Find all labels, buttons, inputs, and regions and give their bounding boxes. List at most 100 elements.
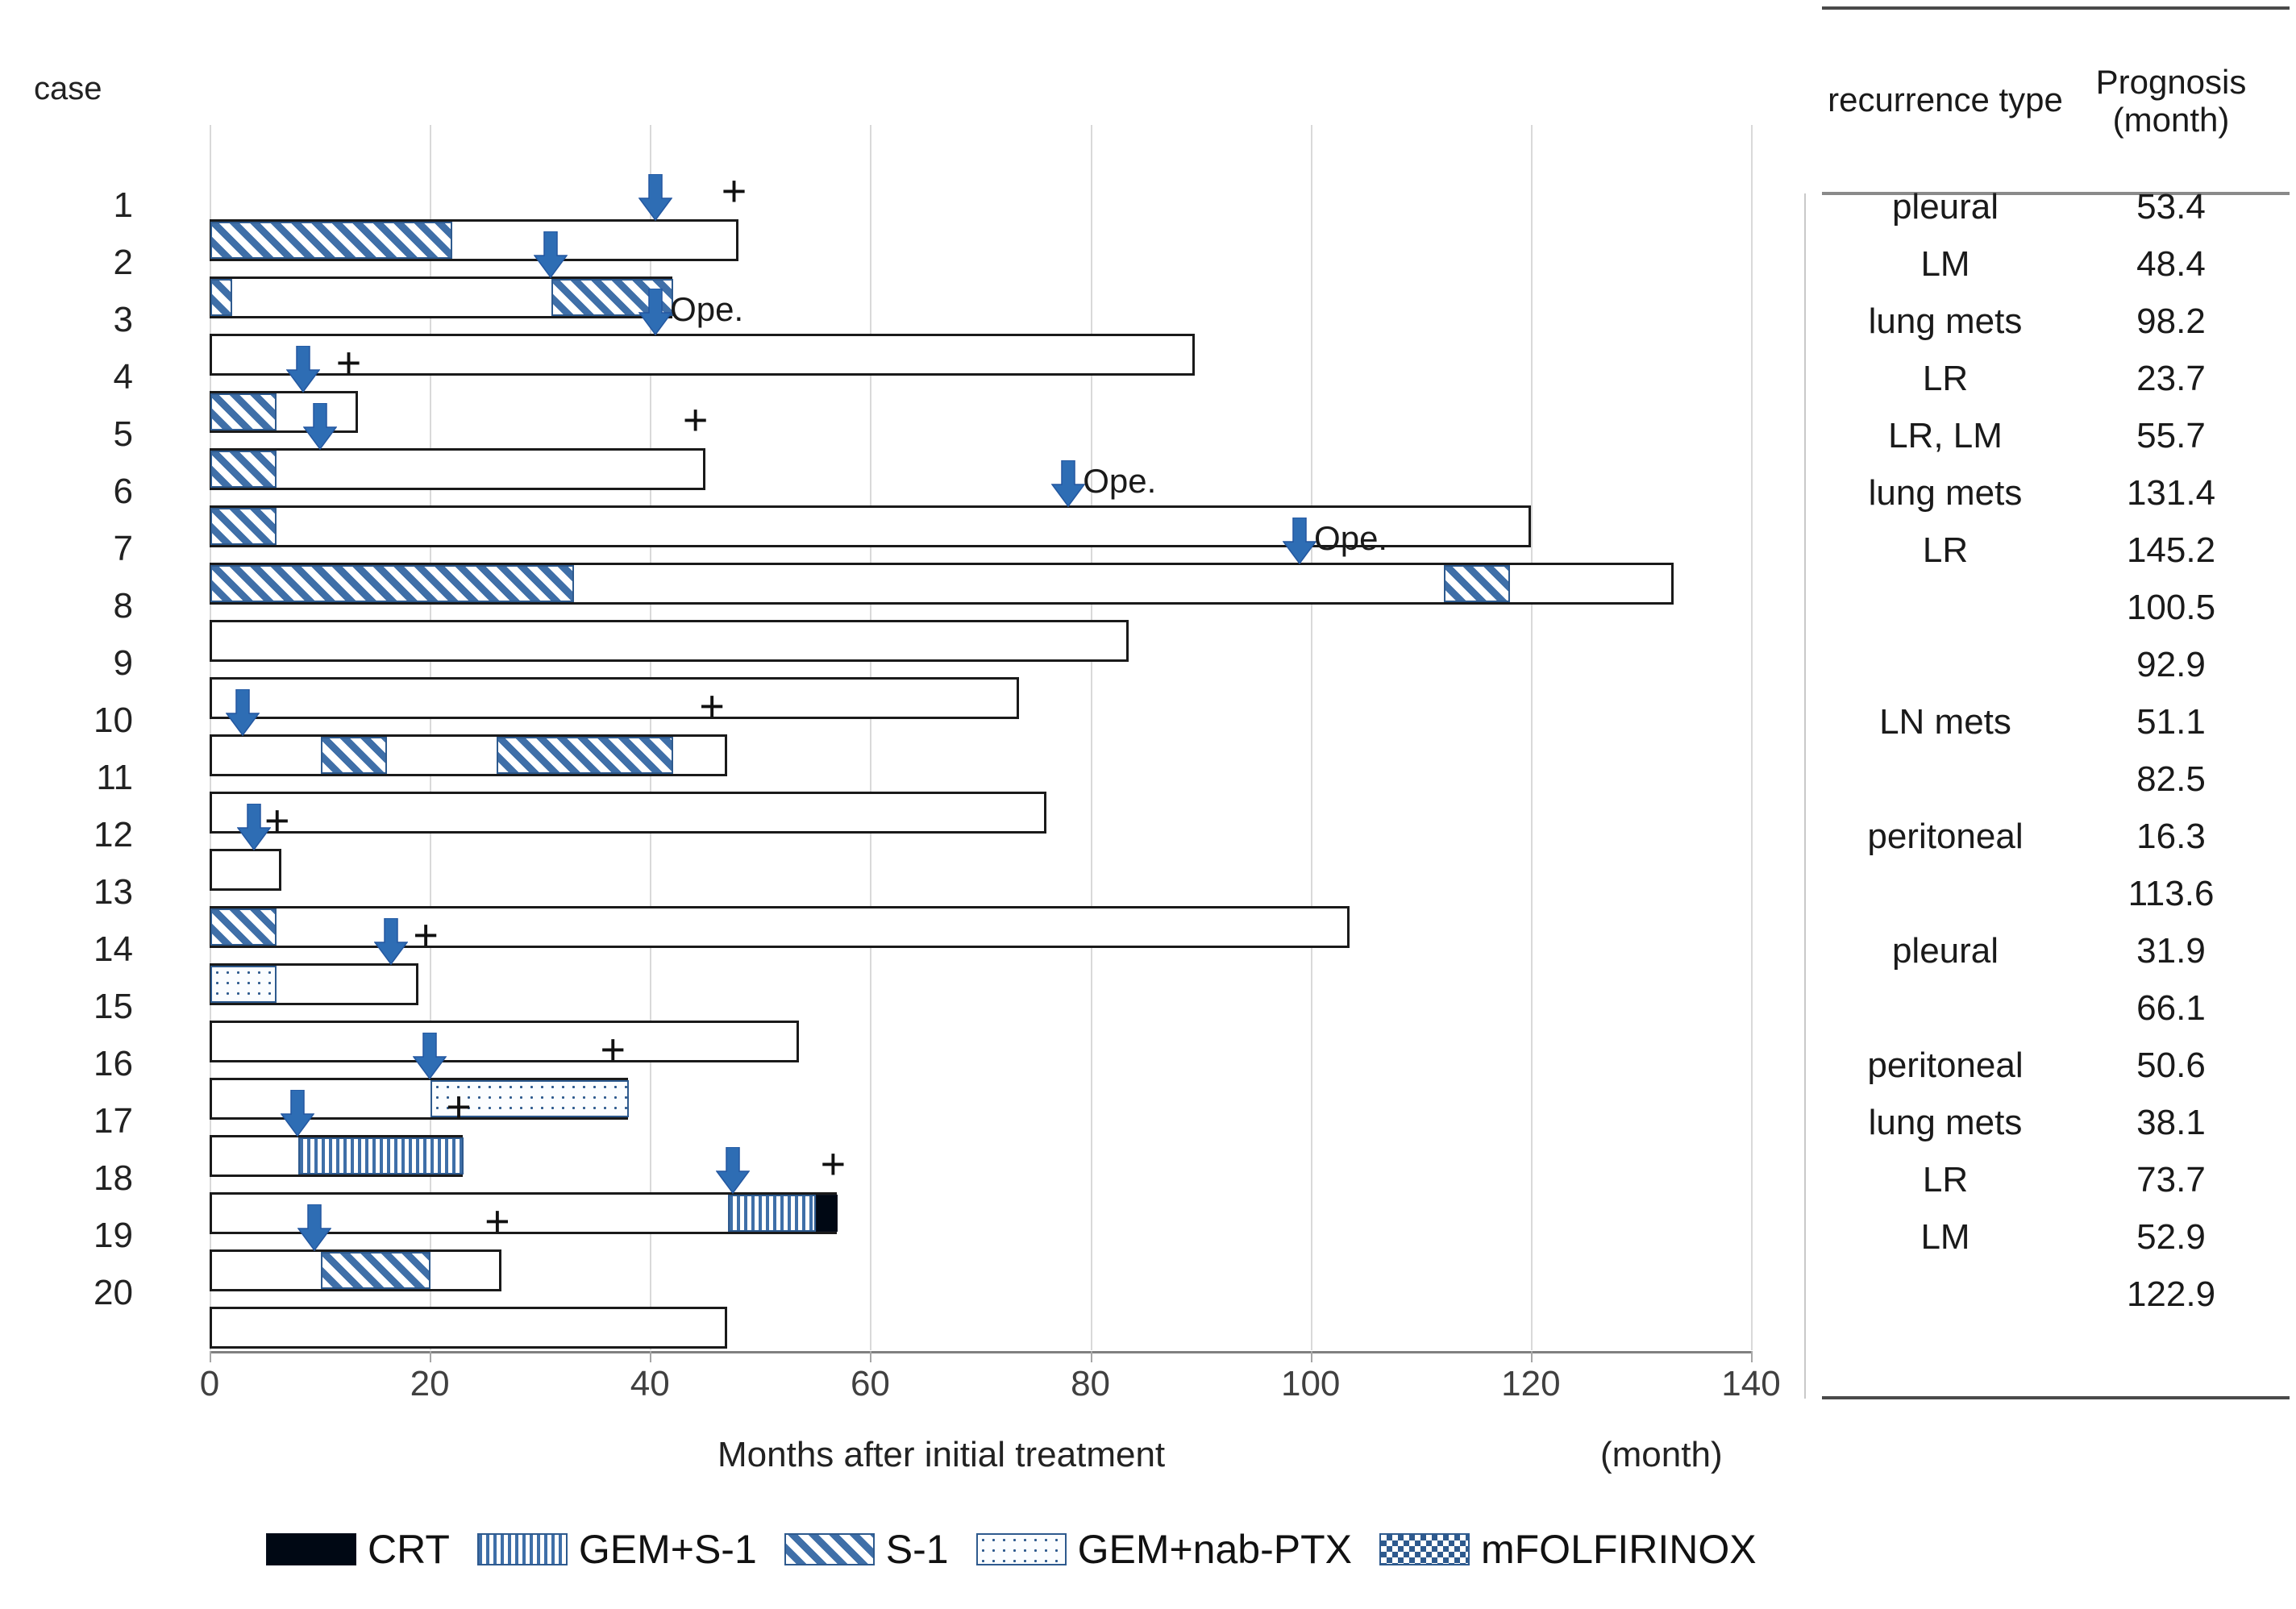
table-cell-prognosis-case-9: 92.9 (2136, 645, 2206, 684)
regimen-segment-14-0[interactable] (210, 966, 277, 1003)
table-cell-prognosis-case-5: 55.7 (2136, 416, 2206, 455)
table-cell-recurrence-case-17: lung mets (1868, 1103, 2023, 1142)
regimen-segment-5-0[interactable] (210, 451, 277, 488)
death-marker-case-18: + (820, 1140, 846, 1188)
regimen-segment-10-1[interactable] (497, 737, 673, 774)
case-label-14: 14 (94, 929, 133, 969)
timeline-bar-case-3[interactable] (210, 334, 1196, 376)
case-label-7: 7 (113, 529, 133, 568)
event-arrow-icon-case-2-0 (534, 231, 568, 278)
x-tick-120 (1530, 1351, 1533, 1362)
regimen-segment-7-0[interactable] (210, 565, 574, 602)
table-cell-prognosis-case-3: 98.2 (2136, 301, 2206, 341)
x-tick-label-40: 40 (630, 1364, 670, 1403)
case-label-8: 8 (113, 586, 133, 626)
legend-item-gem-s-1[interactable]: GEM+S-1 (476, 1526, 757, 1573)
table-cell-recurrence-case-2: LM (1920, 244, 1970, 284)
event-arrow-icon-case-16-0 (413, 1033, 447, 1079)
case-row-14: + (0, 913, 1814, 1007)
regimen-segment-13-0[interactable] (210, 908, 277, 946)
table-cell-prognosis-case-6: 131.4 (2126, 473, 2216, 513)
x-tick-label-0: 0 (199, 1364, 220, 1403)
regimen-segment-18-1[interactable] (816, 1195, 838, 1232)
x-tick-label-140: 140 (1721, 1364, 1781, 1403)
case-row-8 (0, 620, 1814, 663)
case-label-12: 12 (94, 815, 133, 854)
regimen-segment-4-0[interactable] (210, 393, 277, 430)
table-cell-recurrence-case-18: LR (1922, 1160, 1969, 1199)
x-tick-80 (1090, 1351, 1092, 1362)
event-arrow-icon-case-5-0 (302, 403, 337, 450)
table-cell-prognosis-case-4: 23.7 (2136, 359, 2206, 398)
x-tick-40 (650, 1351, 652, 1362)
prognosis-table: recurrence type Prognosis (month) pleura… (1804, 0, 2296, 1451)
gridline-80 (1090, 125, 1092, 1350)
case-label-4: 4 (113, 357, 133, 397)
timeline-bar-case-20[interactable] (210, 1307, 727, 1349)
table-cell-recurrence-case-4: LR (1922, 359, 1969, 398)
table-cell-prognosis-case-11: 82.5 (2136, 759, 2206, 799)
case-row-1: + (0, 169, 1814, 263)
case-label-16: 16 (94, 1044, 133, 1083)
x-tick-label-20: 20 (410, 1364, 450, 1403)
table-cell-prognosis-case-15: 66.1 (2136, 988, 2206, 1028)
column-header-prognosis: Prognosis (month) (2070, 63, 2272, 139)
case-label-3: 3 (113, 300, 133, 339)
regimen-segment-17-0[interactable] (298, 1137, 464, 1175)
legend-item-gem-nab-ptx[interactable]: GEM+nab-PTX (975, 1526, 1352, 1573)
legend-label-1: GEM+S-1 (578, 1527, 757, 1572)
case-label-1: 1 (113, 185, 133, 225)
table-cell-prognosis-case-7: 145.2 (2126, 530, 2216, 570)
x-tick-100 (1310, 1351, 1312, 1362)
table-cell-recurrence-case-19: LM (1920, 1217, 1970, 1257)
legend-item-mfolfirinox[interactable]: mFOLFIRINOX (1379, 1526, 1757, 1573)
regimen-segment-10-0[interactable] (320, 737, 387, 774)
event-arrow-icon-case-6-0 (1051, 460, 1086, 507)
timeline-bar-case-5[interactable] (210, 448, 705, 490)
case-row-20 (0, 1307, 1814, 1350)
x-tick-0 (210, 1351, 211, 1362)
case-label-5: 5 (113, 414, 133, 454)
case-row-18: + (0, 1142, 1814, 1236)
death-marker-case-14: + (413, 911, 439, 959)
x-tick-20 (430, 1351, 432, 1362)
case-row-13 (0, 906, 1814, 950)
regimen-segment-2-0[interactable] (210, 279, 233, 316)
death-marker-case-1: + (721, 167, 747, 215)
table-cell-recurrence-case-16: peritoneal (1867, 1046, 2024, 1085)
column-header-prognosis-line1: Prognosis (2095, 63, 2247, 101)
timeline-bar-case-8[interactable] (210, 620, 1129, 662)
table-cell-prognosis-case-17: 38.1 (2136, 1103, 2206, 1142)
gridline-140 (1751, 125, 1753, 1350)
timeline-bar-case-12[interactable] (210, 849, 281, 891)
table-cell-prognosis-case-1: 53.4 (2136, 187, 2206, 227)
legend-swatch-icon-0 (266, 1533, 356, 1565)
regimen-segment-18-0[interactable] (727, 1195, 817, 1232)
legend-item-s-1[interactable]: S-1 (784, 1526, 949, 1573)
legend-item-crt[interactable]: CRT (266, 1526, 450, 1573)
event-arrow-icon-case-3-0 (638, 289, 673, 335)
regimen-segment-1-0[interactable] (210, 222, 453, 259)
case-row-12: + (0, 799, 1814, 892)
case-label-18: 18 (94, 1158, 133, 1198)
timeline-bar-case-6[interactable] (210, 505, 1531, 547)
timeline-bar-case-9[interactable] (210, 677, 1019, 719)
case-row-2 (0, 231, 1814, 320)
x-tick-label-80: 80 (1071, 1364, 1111, 1403)
table-cell-prognosis-case-8: 100.5 (2126, 588, 2216, 627)
event-arrow-icon-case-18-0 (715, 1147, 750, 1194)
regimen-segment-7-1[interactable] (1443, 565, 1510, 602)
case-label-19: 19 (94, 1216, 133, 1255)
regimen-segment-19-0[interactable] (320, 1252, 431, 1289)
table-left-divider (1804, 193, 1806, 1399)
legend-swatch-icon-1 (476, 1533, 568, 1565)
regimen-segment-16-0[interactable] (430, 1080, 629, 1117)
gridline-60 (870, 125, 872, 1350)
timeline-bar-case-15[interactable] (210, 1021, 799, 1062)
timeline-bar-case-13[interactable] (210, 906, 1350, 948)
case-row-19: + (0, 1199, 1814, 1293)
regimen-segment-6-0[interactable] (210, 508, 277, 545)
death-marker-case-4: + (335, 339, 362, 387)
timeline-bar-case-11[interactable] (210, 792, 1046, 834)
